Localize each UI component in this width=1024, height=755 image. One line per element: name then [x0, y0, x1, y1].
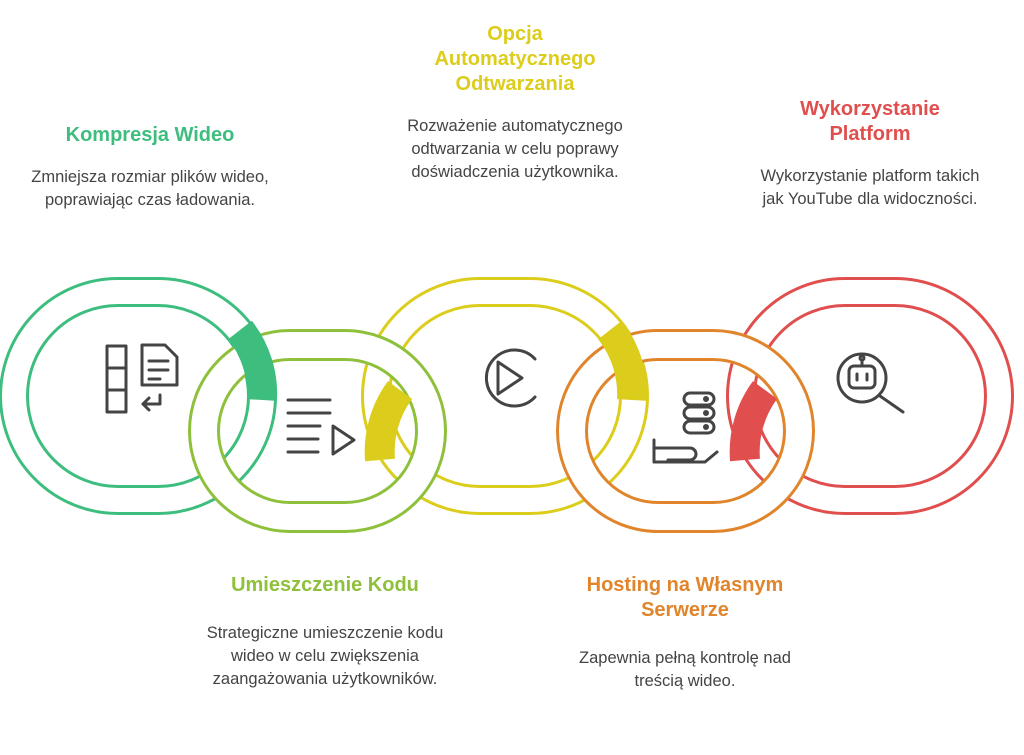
step-umieszczenie-kodu: Umieszczenie Kodu Strategiczne umieszcze… [195, 573, 455, 691]
step-description: Strategiczne umieszczenie kodu wideo w c… [206, 624, 444, 688]
step-title: Opcja Automatycznego Odtwarzania [434, 23, 596, 95]
step-title: Umieszczenie Kodu [231, 574, 419, 596]
step-title: Wykorzystanie Platform [800, 98, 940, 145]
file-compress-icon [105, 343, 179, 414]
step-description: Rozważenie automatycznego odtwarzania w … [407, 117, 623, 181]
chain-overlaps [227, 320, 778, 462]
play-circle-icon [485, 348, 537, 408]
step-description: Zapewnia pełną kontrolę nad treścią wide… [579, 649, 791, 690]
step-hosting-wlasny-serwer: Hosting na Własnym Serwerze Zapewnia peł… [555, 573, 815, 693]
step-title: Hosting na Własnym Serwerze [586, 574, 784, 621]
step-kompresja-wideo: Kompresja Wideo Zmniejsza rozmiar plików… [20, 123, 280, 212]
playlist-play-icon [286, 398, 356, 456]
step-opcja-autoodtwarzania: Opcja Automatycznego Odtwarzania Rozważe… [385, 22, 645, 184]
step-description: Zmniejsza rozmiar plików wideo, poprawia… [31, 168, 269, 209]
chain-link-2 [188, 329, 447, 533]
step-wykorzystanie-platform: Wykorzystanie Platform Wykorzystanie pla… [740, 97, 1000, 211]
step-title: Kompresja Wideo [65, 124, 235, 146]
server-hand-icon [652, 391, 719, 464]
step-description: Wykorzystanie platform takich jak YouTub… [760, 167, 980, 208]
chain-link-4 [556, 329, 815, 533]
robot-search-icon [836, 352, 905, 414]
